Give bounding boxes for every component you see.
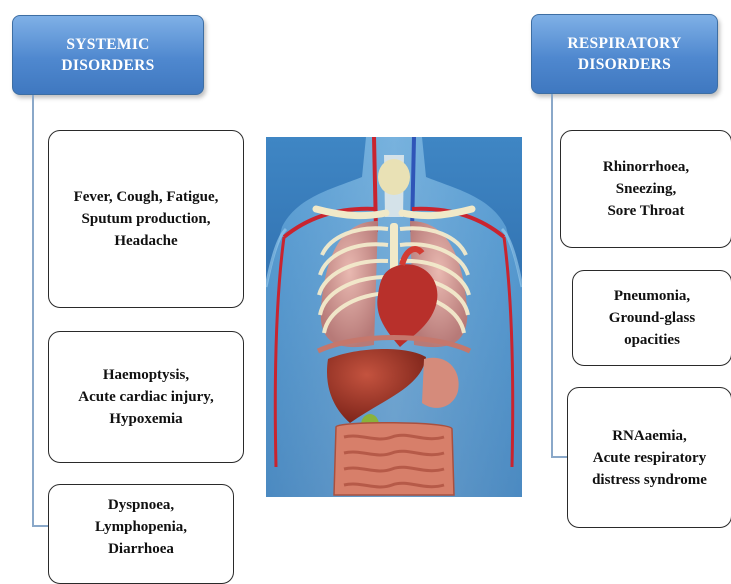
box-line: distress syndrome [592, 469, 707, 491]
box-line: Lymphopenia, [95, 516, 187, 538]
header-line: DISORDERS [578, 56, 671, 73]
respiratory-symptoms-box-1: Rhinorrhoea, Sneezing, Sore Throat [560, 130, 731, 248]
box-line: Ground-glass [609, 307, 695, 329]
header-line: RESPIRATORY [567, 35, 681, 52]
box-line: Acute cardiac injury, [78, 386, 213, 408]
box-line: Acute respiratory [592, 447, 707, 469]
systemic-symptoms-box-2: Haemoptysis, Acute cardiac injury, Hypox… [48, 331, 244, 463]
header-line: SYSTEMIC [66, 36, 149, 53]
box-line: Pneumonia, [609, 285, 695, 307]
box-line: Diarrhoea [95, 538, 187, 560]
box-line: RNAaemia, [592, 425, 707, 447]
box-line: Headache [74, 230, 219, 252]
human-anatomy-illustration [266, 137, 522, 497]
box-line: Fever, Cough, Fatigue, [74, 186, 219, 208]
left-branch-line [32, 525, 48, 527]
left-trunk-line [32, 95, 34, 527]
right-trunk-line [551, 94, 553, 458]
systemic-symptoms-box-3: Dyspnoea, Lymphopenia, Diarrhoea [48, 484, 234, 584]
header-line: DISORDERS [61, 57, 154, 74]
respiratory-symptoms-box-3: RNAaemia, Acute respiratory distress syn… [567, 387, 731, 528]
box-line: Rhinorrhoea, [603, 156, 689, 178]
thyroid [378, 159, 410, 195]
box-line: Haemoptysis, [78, 364, 213, 386]
box-line: Sneezing, [603, 178, 689, 200]
right-branch-line [551, 456, 567, 458]
box-line: Sputum production, [74, 208, 219, 230]
box-line: Sore Throat [603, 200, 689, 222]
respiratory-disorders-header: RESPIRATORY DISORDERS [531, 14, 718, 94]
box-line: opacities [609, 329, 695, 351]
systemic-symptoms-box-1: Fever, Cough, Fatigue, Sputum production… [48, 130, 244, 308]
respiratory-symptoms-box-2: Pneumonia, Ground-glass opacities [572, 270, 731, 366]
box-line: Dyspnoea, [95, 494, 187, 516]
systemic-disorders-header: SYSTEMIC DISORDERS [12, 15, 204, 95]
box-line: Hypoxemia [78, 408, 213, 430]
